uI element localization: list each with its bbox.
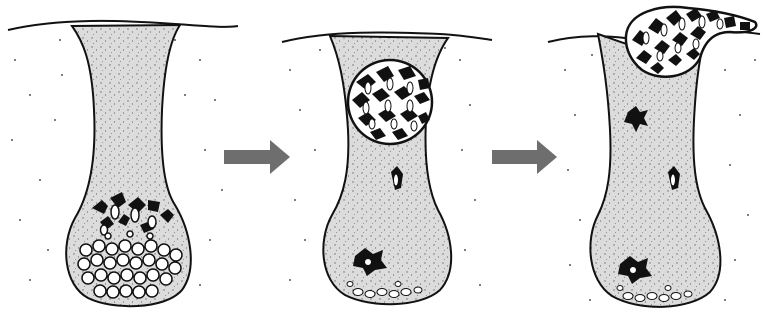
arrow-stage-1-to-2 — [224, 140, 290, 174]
panel-stage-2 — [282, 32, 492, 304]
panel-stage-1 — [8, 21, 238, 306]
panel-stage-3 — [548, 7, 760, 307]
arrow-stage-2-to-3 — [492, 140, 557, 174]
